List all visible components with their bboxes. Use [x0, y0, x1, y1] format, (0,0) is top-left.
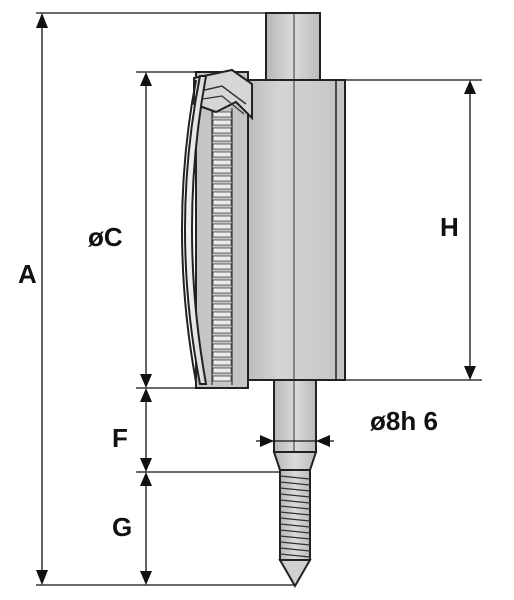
label-f: F: [112, 423, 128, 453]
label-h: H: [440, 212, 459, 242]
label-stem-diameter: ø8h 6: [370, 406, 438, 436]
bezel-knurling: [212, 111, 232, 382]
bezel-ring: [195, 71, 249, 389]
contact-point-thread: [278, 469, 312, 589]
stem: [272, 379, 318, 471]
dimension-stem-diameter: ø8h 6: [256, 406, 438, 447]
extension-lines: [36, 12, 482, 586]
dimension-f: F: [112, 388, 152, 472]
top-lug: [265, 12, 321, 81]
label-g: G: [112, 512, 132, 542]
dimension-g: G: [112, 472, 152, 585]
dimension-h: H: [440, 80, 476, 380]
dial-crystal: [181, 75, 208, 385]
dimension-a: A: [18, 13, 48, 585]
label-c: øC: [88, 222, 123, 252]
housing-body: [244, 79, 346, 381]
label-a: A: [18, 259, 37, 289]
dimension-c: øC: [88, 72, 152, 388]
